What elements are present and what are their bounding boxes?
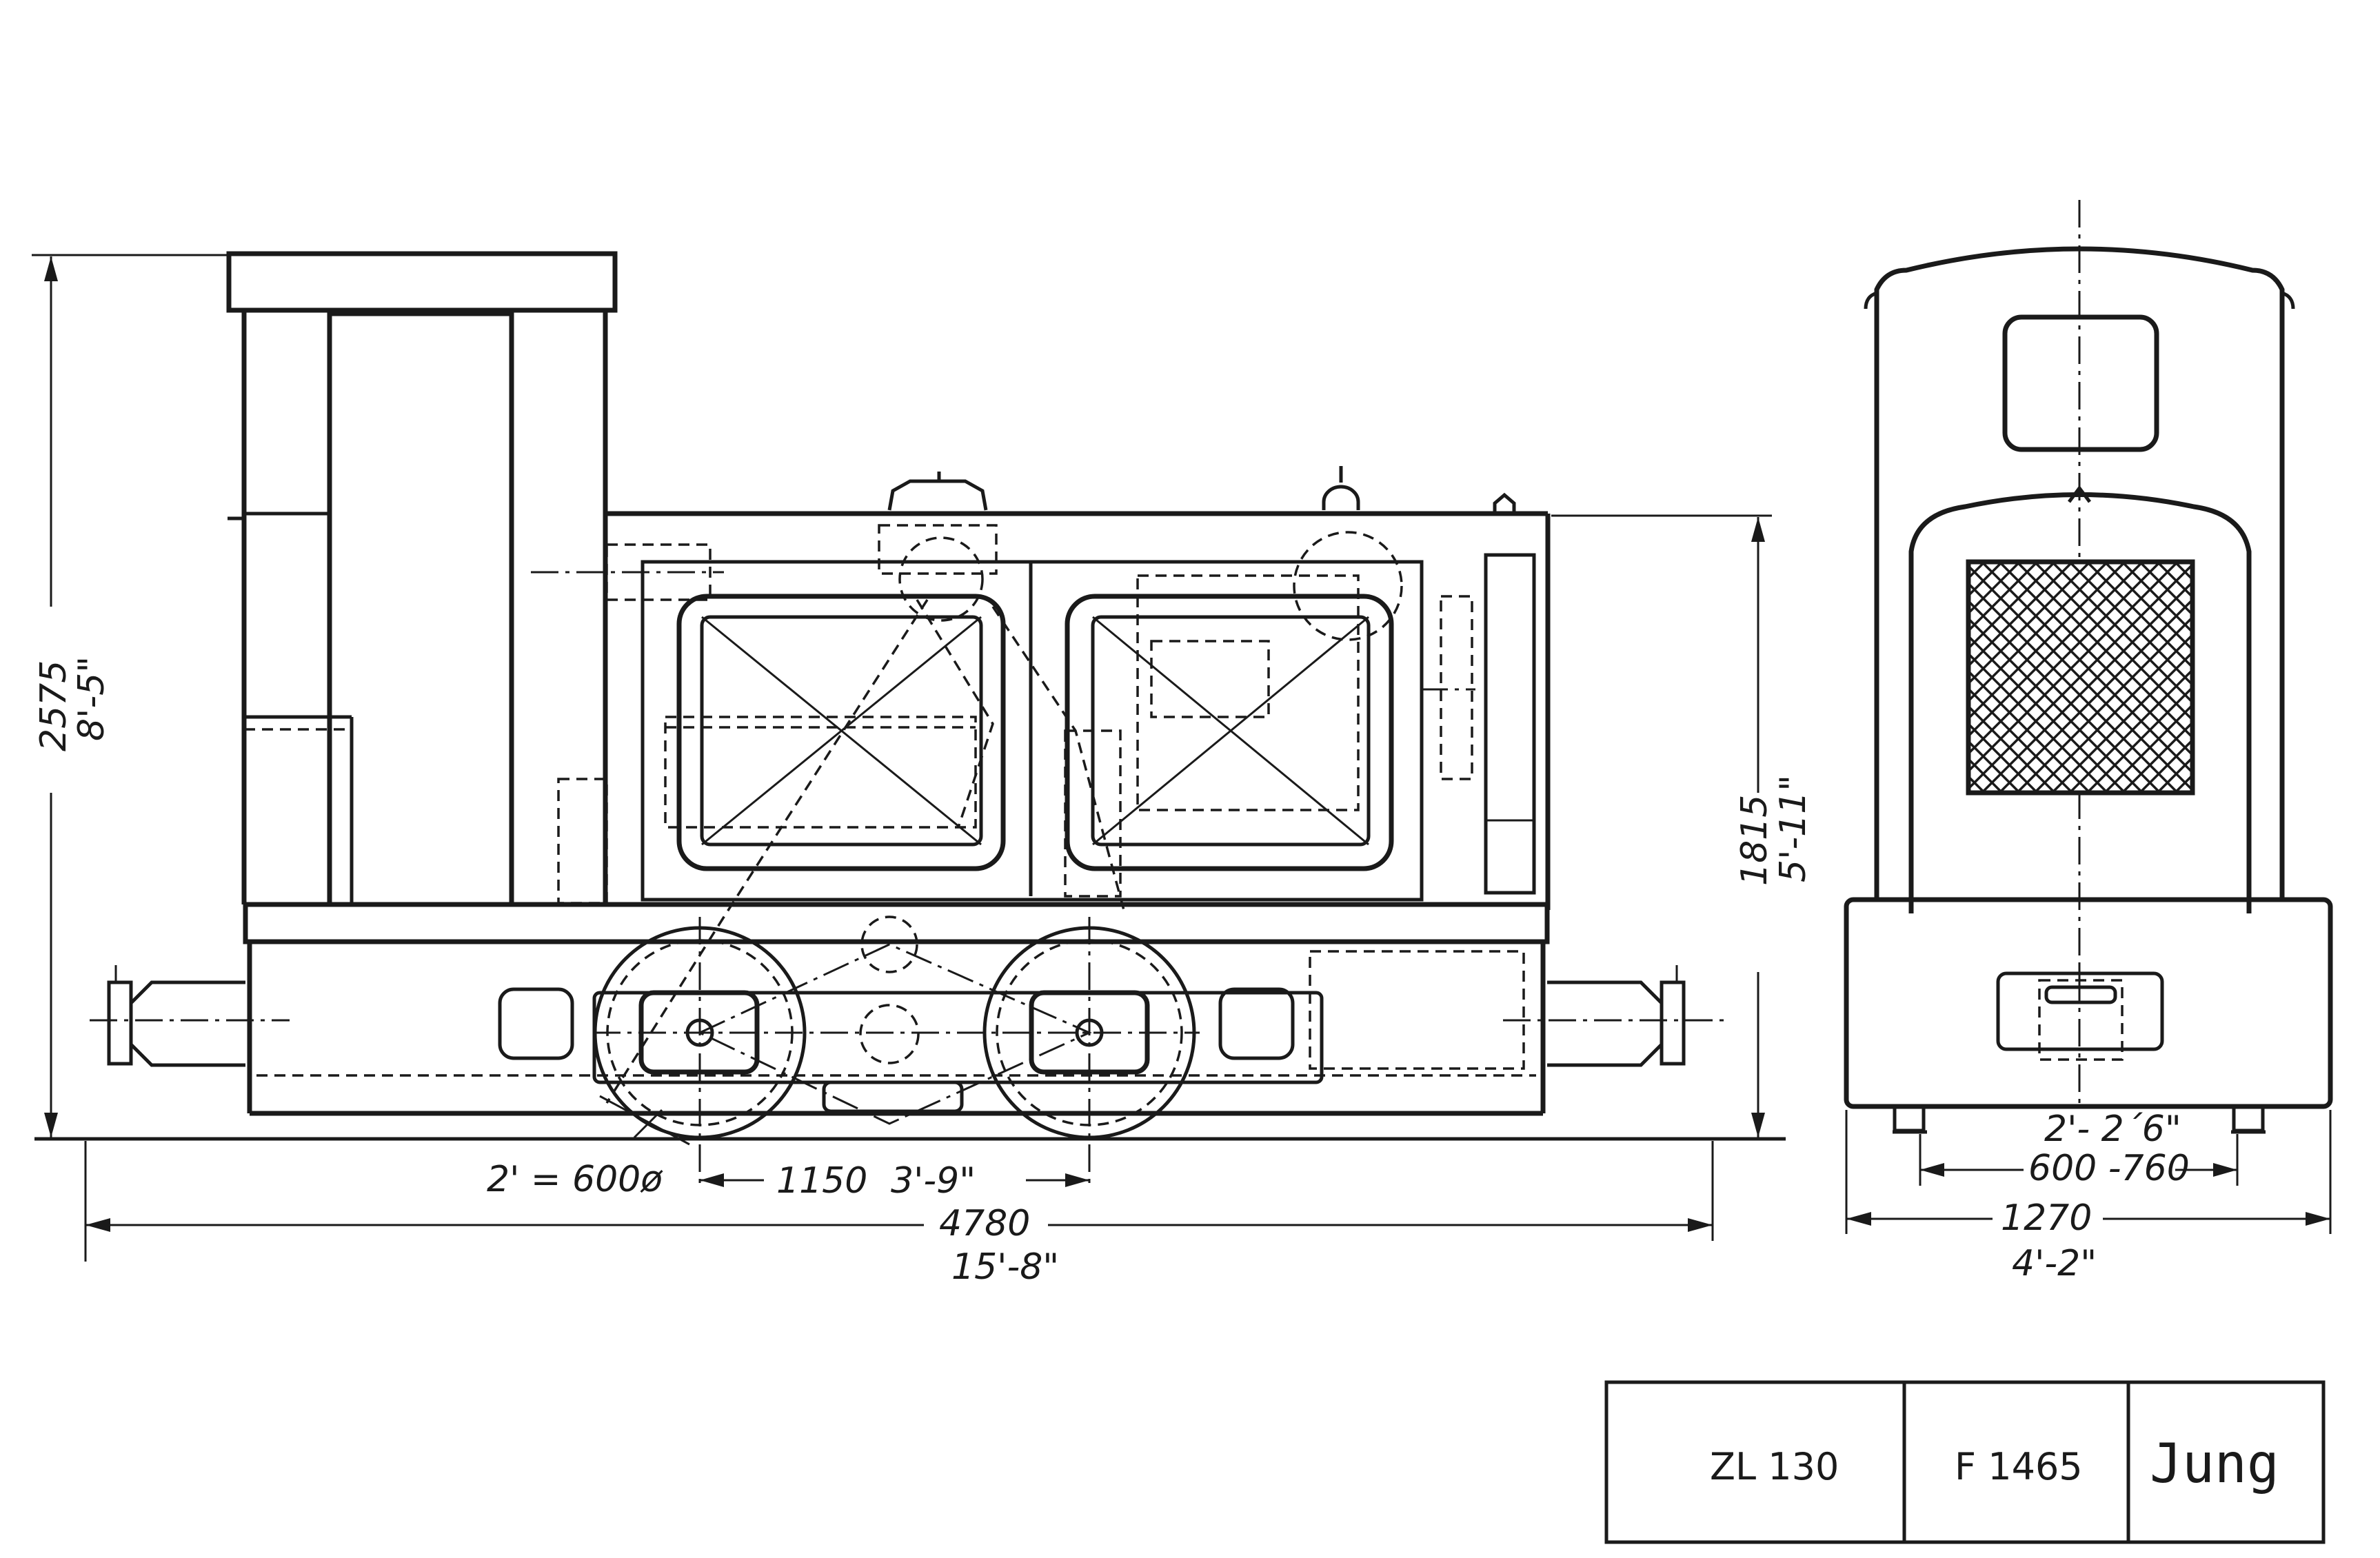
title-block: ZL 130 F 1465 Jung	[1604, 1380, 2326, 1544]
overall-height-ft: 8'-5"	[71, 656, 112, 741]
length-dimension: 4780 15'-8"	[84, 1141, 1714, 1288]
gauge-mm: 600 -760	[2028, 1148, 2190, 1189]
body-height-dimension: 1815 5'-11"	[1551, 514, 1814, 1137]
drawing-number: F 1465	[1955, 1445, 2083, 1488]
cab-structure	[228, 310, 608, 904]
radiator-grille	[1966, 559, 2195, 796]
overall-length-mm: 4780	[939, 1203, 1030, 1244]
wheelbase-ft: 3'-9"	[891, 1160, 976, 1202]
engine-hood	[531, 466, 1551, 1104]
wheel-spec: 2' = 600ø	[487, 1159, 663, 1200]
end-view: 2'- 2´6" 600 -760 1270 4'-2"	[1844, 200, 2333, 1284]
body-height-mm: 1815	[1734, 795, 1775, 886]
width-dimension: 1270 4'-2"	[1845, 1110, 2332, 1284]
height-dimension: 2575 8'-5"	[28, 254, 229, 1137]
body-height-ft: 5'-11"	[1773, 775, 1814, 882]
gauge-dimension: 2'- 2´6" 600 -760	[1920, 1109, 2237, 1191]
wheelbase-mm: 1150	[776, 1160, 867, 1202]
end-cab	[1874, 246, 2285, 900]
width-ft: 4'-2"	[2012, 1243, 2097, 1284]
overall-height-mm: 2575	[33, 660, 74, 751]
side-view: 2575 8'-5" 1815 5'-11" 2' = 600ø 1150 3'…	[28, 251, 1814, 1288]
end-cab-window	[2002, 314, 2159, 452]
manufacturer-name: Jung	[2150, 1433, 2279, 1495]
gauge-ft: 2'- 2´6"	[2044, 1109, 2181, 1150]
model-number: ZL 130	[1710, 1445, 1839, 1488]
end-buffer-beam	[1844, 897, 2333, 1109]
width-mm: 1270	[2001, 1197, 2092, 1239]
overall-length-ft: 15'-8"	[951, 1246, 1059, 1288]
cab-roof	[226, 251, 618, 313]
end-hood	[1908, 492, 2252, 913]
wheelbase-dimension: 1150 3'-9"	[700, 1158, 1089, 1202]
running-gear	[498, 915, 1324, 1186]
